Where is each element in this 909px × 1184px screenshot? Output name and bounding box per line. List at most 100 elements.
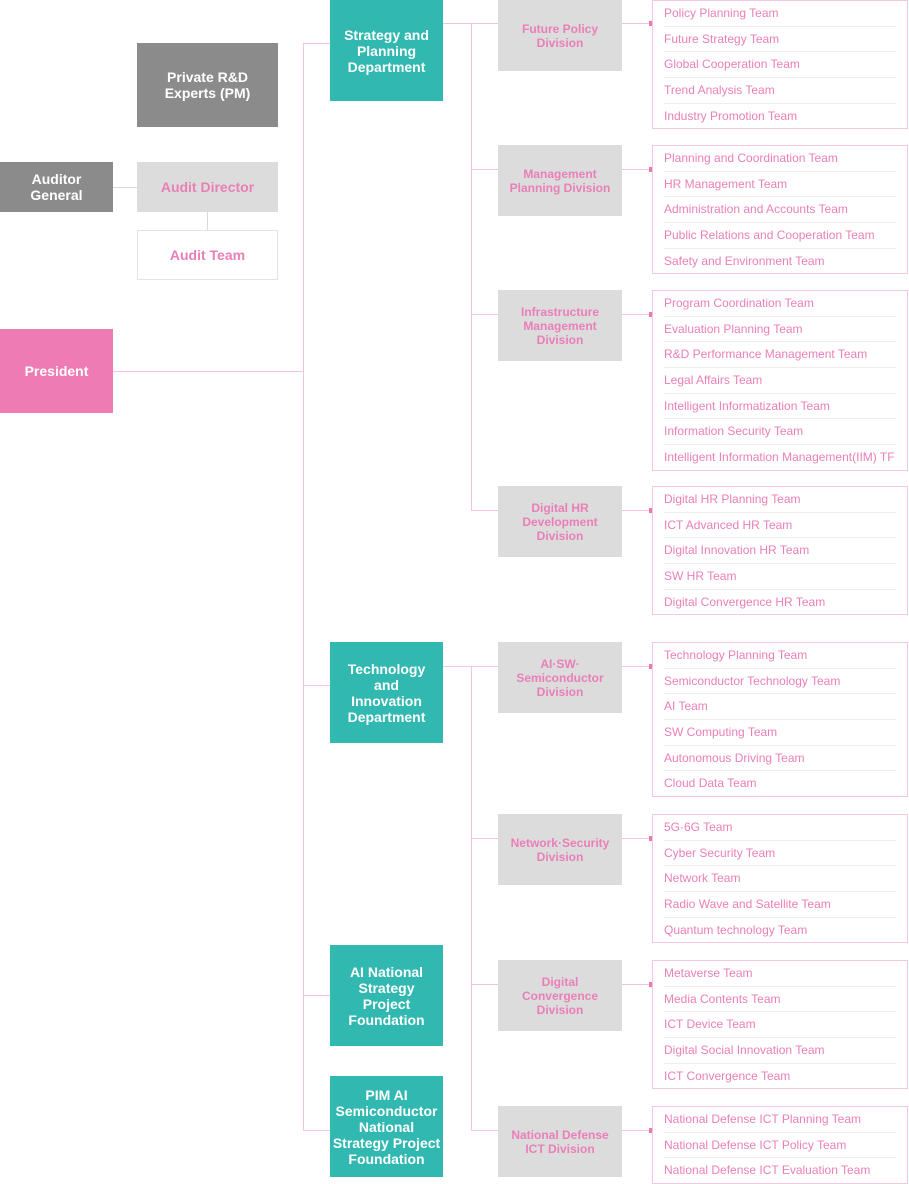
team-item: Future Strategy Team [664, 27, 896, 53]
strategy-department-box: Strategy and Planning Department [330, 0, 443, 101]
connector-dot [649, 836, 654, 841]
branch-line [471, 314, 498, 315]
team-item: National Defense ICT Planning Team [664, 1107, 896, 1133]
division-teams-connector [622, 1130, 652, 1131]
team-item: Legal Affairs Team [664, 368, 896, 394]
pim-foundation-box: PIM AI Semiconductor National Strategy P… [330, 1076, 443, 1177]
branch-line [471, 169, 498, 170]
ai-foundation-label: AI National Strategy Project Foundation [348, 963, 425, 1028]
national-defense-ict-division-box: National Defense ICT Division [498, 1106, 622, 1177]
pim-foundation-label: PIM AI Semiconductor National Strategy P… [332, 1086, 441, 1167]
team-item: HR Management Team [664, 172, 896, 198]
private-rd-experts-label: Private R&D Experts (PM) [164, 69, 251, 101]
division-label: Infrastructure Management Division [520, 304, 600, 347]
division-label: National Defense ICT Division [511, 1127, 609, 1156]
audit-director-to-team-line [207, 212, 208, 230]
team-list: Program Coordination Team Evaluation Pla… [652, 290, 908, 471]
team-item: Digital Convergence HR Team [664, 594, 826, 609]
division-teams-connector [622, 510, 652, 511]
team-item: Intelligent Informatization Team [664, 394, 896, 420]
division-label: Future Policy Division [521, 21, 598, 50]
team-item: Information Security Team [664, 419, 896, 446]
division-label: Digital Convergence Division [521, 974, 599, 1017]
team-item: AI Team [664, 694, 896, 721]
team-item: Evaluation Planning Team [664, 317, 896, 343]
main-trunk-line [303, 43, 304, 1131]
division-teams-connector [622, 838, 652, 839]
division-teams-connector [622, 984, 652, 985]
technology-department-box: Technology and Innovation Department [330, 642, 443, 743]
digital-convergence-division-box: Digital Convergence Division [498, 960, 622, 1031]
team-item: Planning and Coordination Team [664, 146, 896, 172]
team-item: Global Cooperation Team [664, 52, 896, 79]
team-item: National Defense ICT Evaluation Team [664, 1163, 871, 1178]
auditor-connector [113, 187, 137, 188]
team-item: Radio Wave and Satellite Team [664, 892, 896, 918]
technology-to-divisions-line [442, 666, 498, 667]
technology-department-label: Technology and Innovation Department [347, 660, 426, 725]
team-list: Technology Planning Team Semiconductor T… [652, 642, 908, 798]
audit-team-box: Audit Team [137, 230, 278, 280]
team-list: Metaverse Team Media Contents Team ICT D… [652, 960, 908, 1090]
audit-team-label: Audit Team [169, 247, 246, 263]
strategy-to-divisions-line [442, 23, 498, 24]
team-item: Administration and Accounts Team [664, 197, 896, 224]
connector-dot [649, 312, 654, 317]
connector-dot [649, 167, 654, 172]
team-item: Industry Promotion Team [664, 108, 798, 123]
team-list: 5G·6G Team Cyber Security Team Network T… [652, 814, 908, 944]
president-connector [113, 371, 303, 372]
team-item: Public Relations and Cooperation Team [664, 223, 896, 249]
division-label: Management Planning Division [509, 166, 611, 195]
team-item: Program Coordination Team [664, 291, 896, 317]
connector-dot [649, 982, 654, 987]
team-item: Technology Planning Team [664, 643, 896, 669]
president-box: President [0, 329, 113, 413]
network-security-division-box: Network·Security Division [498, 814, 622, 885]
team-item: ICT Convergence Team [664, 1068, 791, 1083]
team-item: Cloud Data Team [664, 776, 757, 791]
trunk-to-technology-line [303, 685, 330, 686]
team-item: SW HR Team [664, 564, 896, 590]
division-teams-connector [622, 169, 652, 170]
team-list: Digital HR Planning Team ICT Advanced HR… [652, 486, 908, 616]
future-policy-division-box: Future Policy Division [498, 0, 622, 71]
audit-director-box: Audit Director [137, 162, 278, 212]
connector-dot [649, 21, 654, 26]
president-label: President [24, 363, 89, 379]
management-planning-division-box: Management Planning Division [498, 145, 622, 216]
connector-dot [649, 664, 654, 669]
audit-director-label: Audit Director [160, 179, 255, 195]
team-list: National Defense ICT Planning Team Natio… [652, 1106, 908, 1184]
division-label: Network·Security Division [510, 835, 610, 864]
team-item: Intelligent Information Management(IIM) … [664, 450, 895, 465]
team-list: Planning and Coordination Team HR Manage… [652, 145, 908, 275]
digital-hr-development-division-box: Digital HR Development Division [498, 486, 622, 557]
team-item: Policy Planning Team [664, 1, 896, 27]
connector-dot [649, 508, 654, 513]
team-item: Digital Social Innovation Team [664, 1038, 896, 1064]
team-item: Semiconductor Technology Team [664, 669, 896, 695]
team-item: Autonomous Driving Team [664, 746, 896, 772]
infrastructure-management-division-box: Infrastructure Management Division [498, 290, 622, 361]
team-item: Network Team [664, 866, 896, 893]
branch-line [471, 838, 498, 839]
private-rd-experts-box: Private R&D Experts (PM) [137, 43, 278, 127]
trunk-to-pim-foundation-line [303, 1130, 330, 1131]
team-item: ICT Advanced HR Team [664, 513, 896, 539]
division-label: AI·SW· Semiconductor Division [516, 656, 604, 699]
team-item: Media Contents Team [664, 987, 896, 1013]
team-item: Safety and Environment Team [664, 253, 825, 268]
division-teams-connector [622, 666, 652, 667]
team-item: SW Computing Team [664, 720, 896, 746]
auditor-general-box: Auditor General [0, 162, 113, 212]
auditor-general-label: Auditor General [30, 171, 83, 203]
team-item: Digital Innovation HR Team [664, 538, 896, 565]
team-item: Digital HR Planning Team [664, 487, 896, 513]
team-item: Quantum technology Team [664, 922, 808, 937]
division-label: Digital HR Development Division [522, 500, 598, 543]
division-teams-connector [622, 314, 652, 315]
branch-line [471, 984, 498, 985]
team-item: R&D Performance Management Team [664, 342, 896, 369]
ai-foundation-box: AI National Strategy Project Foundation [330, 945, 443, 1046]
